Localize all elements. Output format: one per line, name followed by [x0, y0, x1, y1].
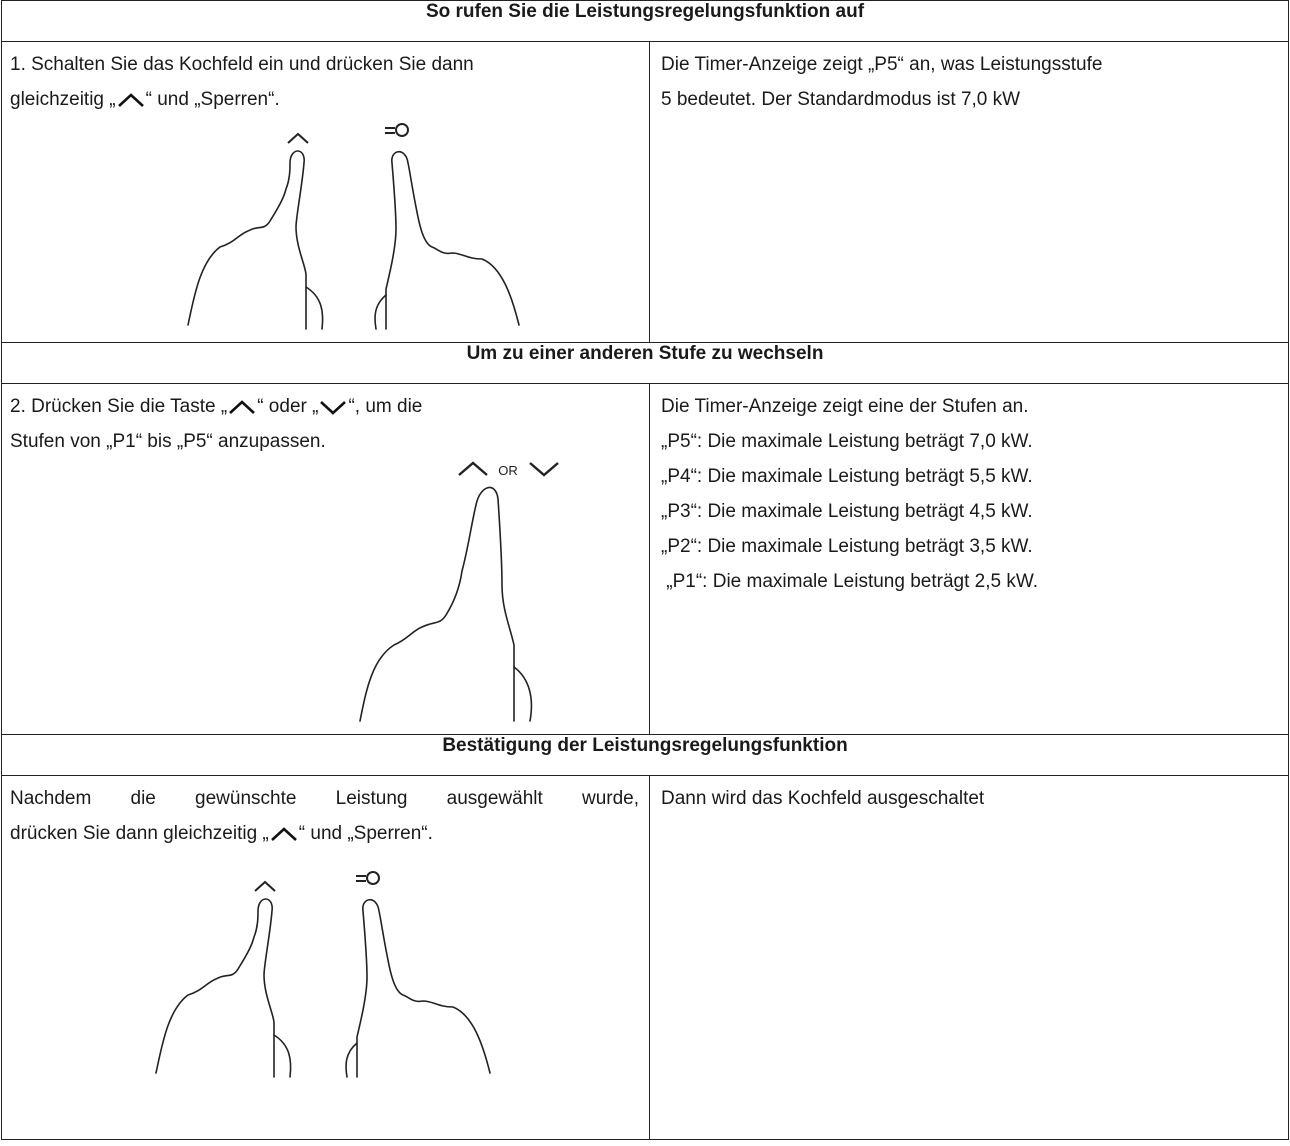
right-hand-icon	[374, 150, 520, 330]
level-list-item: „P5“: Die maximale Leistung beträgt 7,0 …	[661, 431, 1033, 452]
level-list-item: „P3“: Die maximale Leistung beträgt 4,5 …	[661, 501, 1033, 522]
or-label: OR	[498, 463, 518, 478]
section2-row: 2. Drücken Sie die Taste „“ oder „“, um …	[1, 383, 1290, 735]
section3-left-line1: Nachdem die gewünschte Leistung ausgewäh…	[10, 788, 639, 809]
section3-header-row: Bestätigung der Leistungsregelungsfunkti…	[0, 734, 1290, 776]
section3-left-cell: Nachdem die gewünschte Leistung ausgewäh…	[1, 775, 650, 1140]
section1-left-line2: gleichzeitig „“ und „Sperren“.	[10, 89, 280, 110]
section2-left-line1: 2. Drücken Sie die Taste „“ oder „“, um …	[10, 396, 423, 417]
section2-left-cell: 2. Drücken Sie die Taste „“ oder „“, um …	[1, 383, 650, 735]
section2-header-row: Um zu einer anderen Stufe zu wechseln	[0, 342, 1290, 384]
section2-right-cell: Die Timer-Anzeige zeigt eine der Stufen …	[648, 383, 1290, 735]
pointing-hand-icon	[359, 486, 533, 722]
one-hand-illustration: OR	[359, 461, 559, 722]
up-or-down-buttons: OR	[458, 461, 559, 478]
section3-row: Nachdem die gewünschte Leistung ausgewäh…	[1, 775, 1290, 1140]
lock-key-icon	[356, 871, 380, 885]
level-list-item: „P4“: Die maximale Leistung beträgt 5,5 …	[661, 466, 1033, 487]
caret-up-icon	[229, 400, 256, 414]
two-hands-illustration	[187, 123, 520, 330]
section1-result: Die Timer-Anzeige zeigt „P5“ an, was Lei…	[650, 42, 1288, 117]
left-hand-icon	[187, 150, 324, 330]
level-list-item: „P1“: Die maximale Leistung beträgt 2,5 …	[661, 571, 1038, 592]
section3-right-cell: Dann wird das Kochfeld ausgeschaltet	[648, 775, 1290, 1140]
section1-header: So rufen Sie die Leistungsregelungsfunkt…	[0, 0, 1290, 42]
section3-left-line2: drücken Sie dann gleichzeitig „“ und „Sp…	[10, 823, 433, 844]
section1-instruction: 1. Schalten Sie das Kochfeld ein und drü…	[2, 42, 649, 117]
section1-left-cell: 1. Schalten Sie das Kochfeld ein und drü…	[1, 41, 650, 343]
up-button-icon	[287, 132, 309, 144]
section1-right-line2: 5 bedeutet. Der Standardmodus ist 7,0 kW	[661, 89, 1021, 110]
section3-header: Bestätigung der Leistungsregelungsfunkti…	[0, 734, 1290, 776]
caret-down-icon	[320, 401, 347, 415]
up-button-icon	[254, 880, 276, 892]
lock-key-icon	[385, 123, 409, 137]
section2-header: Um zu einer anderen Stufe zu wechseln	[0, 342, 1290, 384]
caret-up-icon	[270, 827, 297, 841]
section1-left-line1: 1. Schalten Sie das Kochfeld ein und drü…	[10, 54, 474, 75]
section3-instruction: Nachdem die gewünschte Leistung ausgewäh…	[2, 776, 649, 851]
level-list-item: „P2“: Die maximale Leistung beträgt 3,5 …	[661, 536, 1033, 557]
right-hand-icon	[345, 898, 491, 1078]
section1-right-line1: Die Timer-Anzeige zeigt „P5“ an, was Lei…	[661, 54, 1103, 75]
section3-result: Dann wird das Kochfeld ausgeschaltet	[650, 776, 1288, 816]
section2-instruction: 2. Drücken Sie die Taste „“ oder „“, um …	[2, 384, 649, 459]
section2-level-list: Die Timer-Anzeige zeigt eine der Stufen …	[650, 384, 1288, 599]
left-hand-icon	[155, 898, 292, 1078]
section3-right-line1: Dann wird das Kochfeld ausgeschaltet	[661, 788, 985, 809]
section1-header-row: So rufen Sie die Leistungsregelungsfunkt…	[0, 0, 1290, 42]
section1-row: 1. Schalten Sie das Kochfeld ein und drü…	[1, 41, 1290, 343]
section1-right-cell: Die Timer-Anzeige zeigt „P5“ an, was Lei…	[648, 41, 1290, 343]
caret-up-icon	[117, 93, 144, 107]
level-list-item: Die Timer-Anzeige zeigt eine der Stufen …	[661, 396, 1029, 417]
two-hands-illustration	[155, 871, 491, 1078]
section2-left-line2: Stufen von „P1“ bis „P5“ anzupassen.	[10, 431, 326, 452]
